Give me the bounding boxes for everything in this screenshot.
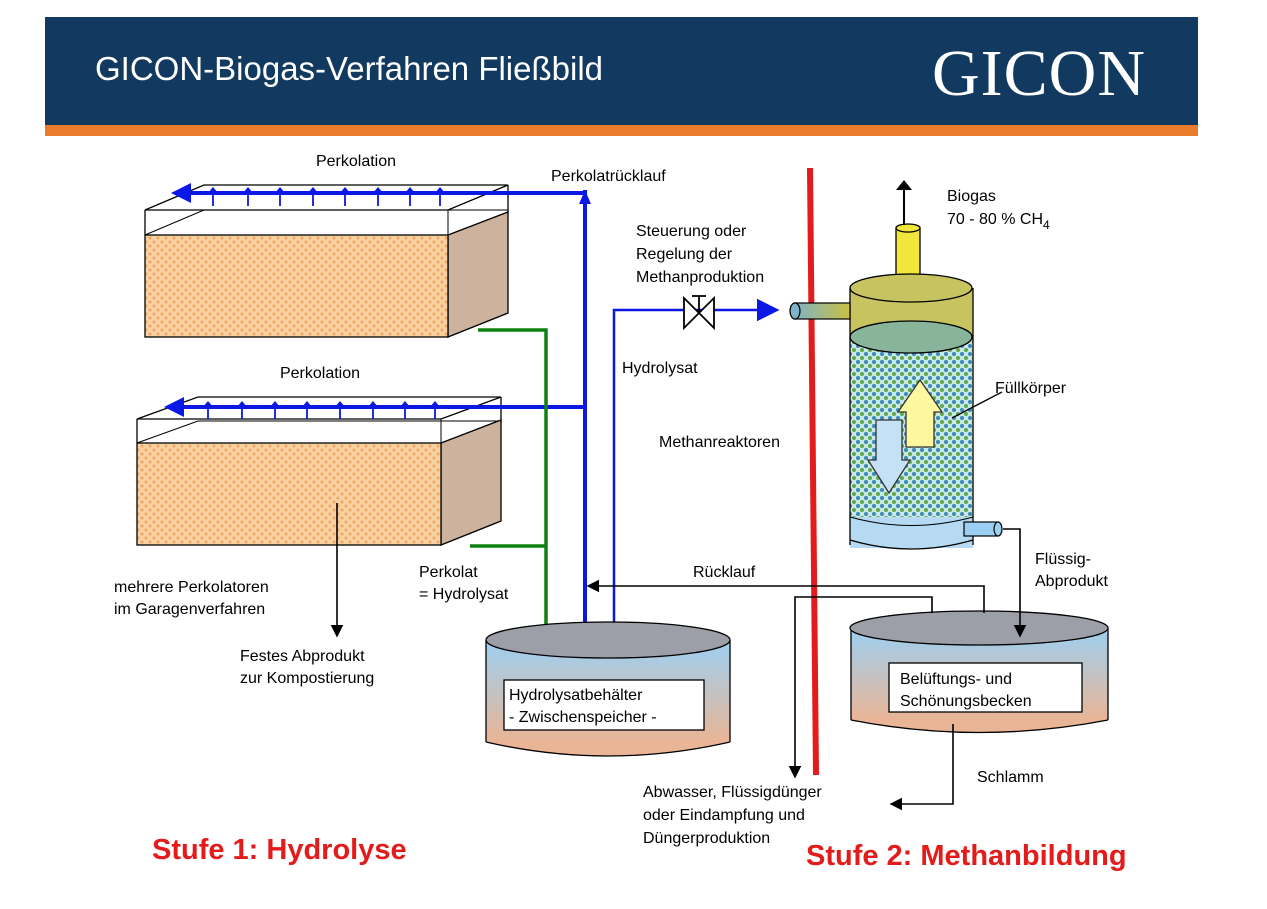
label-biogas-2-main: 70 - 80 % CH xyxy=(947,211,1043,228)
label-hydrolysatbehaelter-2: - Zwischenspeicher - xyxy=(509,709,657,726)
label-perkolation-top: Perkolation xyxy=(316,153,396,170)
process-flow-lines xyxy=(330,503,1027,811)
label-biogas-2-sub: 4 xyxy=(1043,218,1050,232)
percolator-bottom xyxy=(136,396,502,546)
percolator-top xyxy=(144,184,509,338)
label-biogas-1: Biogas xyxy=(947,188,996,205)
label-abwasser-3: Düngerproduktion xyxy=(643,830,770,847)
label-steuerung-1: Steuerung oder xyxy=(636,223,747,240)
label-abwasser-1: Abwasser, Flüssigdünger xyxy=(643,784,822,801)
label-schlamm: Schlamm xyxy=(977,769,1044,786)
label-perkolation-bottom: Perkolation xyxy=(280,365,360,382)
label-stufe-1: Stufe 1: Hydrolyse xyxy=(152,834,407,866)
label-perkolat-2: = Hydrolysat xyxy=(419,586,509,603)
percolate-drain-pipe xyxy=(470,328,553,643)
methane-reactor xyxy=(789,180,1003,550)
header-stripe xyxy=(45,125,1198,136)
header-bar xyxy=(45,17,1198,125)
label-steuerung-3: Methanproduktion xyxy=(636,269,764,286)
label-perkolatruecklauf: Perkolatrücklauf xyxy=(551,168,666,185)
label-stufe-2: Stufe 2: Methanbildung xyxy=(806,840,1127,872)
aeration-tank xyxy=(849,610,1109,734)
label-mehrere-2: im Garagenverfahren xyxy=(114,601,265,618)
label-methanreaktoren: Methanreaktoren xyxy=(659,434,780,451)
label-belueftung-1: Belüftungs- und xyxy=(900,671,1012,688)
label-mehrere-1: mehrere Perkolatoren xyxy=(114,579,269,596)
percolate-return-pipe xyxy=(164,183,591,650)
label-festes-2: zur Kompostierung xyxy=(240,670,374,687)
label-festes-1: Festes Abprodukt xyxy=(240,648,365,665)
label-biogas-2: 70 - 80 % CH4 xyxy=(947,211,1050,232)
label-belueftung-2: Schönungsbecken xyxy=(900,693,1032,710)
label-abwasser-2: oder Eindampfung und xyxy=(643,807,805,824)
hydrolysate-feed-pipe xyxy=(612,295,780,652)
hydrolysate-tank xyxy=(485,621,731,757)
gicon-logo: GICON xyxy=(932,37,1146,110)
label-hydrolysat: Hydrolysat xyxy=(622,360,698,377)
label-fluessig-2: Abprodukt xyxy=(1035,573,1108,590)
label-perkolat-1: Perkolat xyxy=(419,564,478,581)
label-fuellkoerper: Füllkörper xyxy=(995,380,1067,397)
label-hydrolysatbehaelter-1: Hydrolysatbehälter xyxy=(509,687,643,704)
page-title: GICON-Biogas-Verfahren Fließbild xyxy=(95,50,604,87)
label-ruecklauf: Rücklauf xyxy=(693,564,756,581)
stage-divider xyxy=(807,167,819,776)
label-steuerung-2: Regelung der xyxy=(636,246,733,263)
label-fluessig-1: Flüssig- xyxy=(1035,551,1091,568)
